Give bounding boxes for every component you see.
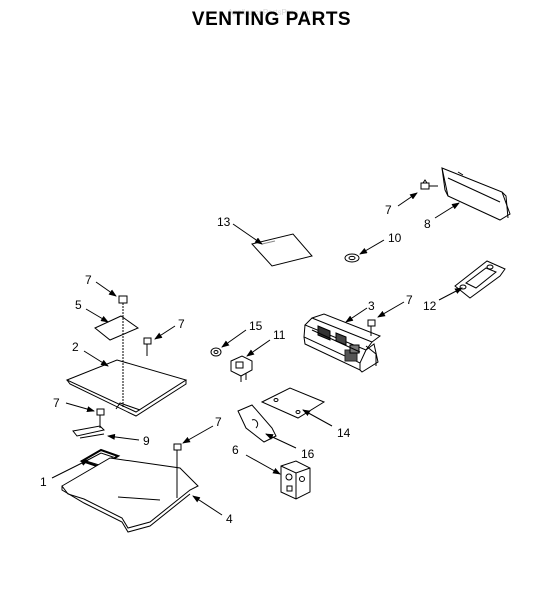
- screw-icon: [173, 443, 182, 498]
- callout-label: 7: [53, 396, 60, 410]
- page-title: VENTING PARTS: [191, 9, 352, 30]
- callout-label: 8: [424, 217, 431, 231]
- callout-label: 4: [226, 512, 233, 526]
- callout-label: 6: [232, 443, 239, 457]
- plate-part-14: [260, 387, 326, 419]
- callout-label: 7: [385, 203, 392, 217]
- callout-label: 15: [249, 319, 263, 333]
- callout-label: 16: [301, 447, 315, 461]
- screw-icon: [367, 319, 376, 336]
- strip-part-9: [72, 425, 105, 439]
- callout-label: 7: [406, 293, 413, 307]
- screw-icon: [143, 337, 152, 356]
- callout-label: 11: [273, 328, 286, 342]
- watermark-text: AppliancePartsPros.com: [227, 8, 316, 17]
- panel-part-13: [251, 233, 313, 267]
- nut-part-15: [210, 347, 222, 357]
- callout-label: 14: [337, 426, 351, 440]
- washer-part-10: [344, 253, 360, 263]
- panel-part-5: [94, 315, 140, 341]
- callout-label: 2: [72, 340, 79, 354]
- callout-label: 3: [368, 299, 375, 313]
- long-screw-icon: [118, 295, 128, 408]
- callout-label: 7: [85, 273, 92, 287]
- callout-label: 12: [423, 299, 437, 313]
- callout-label: 7: [178, 317, 185, 331]
- screw-icon: [420, 179, 438, 190]
- vent-bracket-part-8: [441, 167, 511, 221]
- bracket-part-16: [237, 404, 277, 443]
- screw-icon: [96, 408, 105, 428]
- callout-label: 9: [143, 434, 150, 448]
- callout-label: 13: [217, 215, 231, 229]
- callout-label: 5: [75, 298, 82, 312]
- switch-part-11: [230, 355, 253, 382]
- gasket-part-12: [454, 260, 506, 299]
- callout-label: 1: [40, 475, 47, 489]
- damper-assembly-part-3: [303, 313, 382, 373]
- base-plate-part-4: [61, 457, 199, 533]
- callout-label: 10: [388, 231, 402, 245]
- callout-label: 7: [215, 415, 222, 429]
- box-part-6: [280, 460, 311, 500]
- plate-part-2: [65, 359, 188, 417]
